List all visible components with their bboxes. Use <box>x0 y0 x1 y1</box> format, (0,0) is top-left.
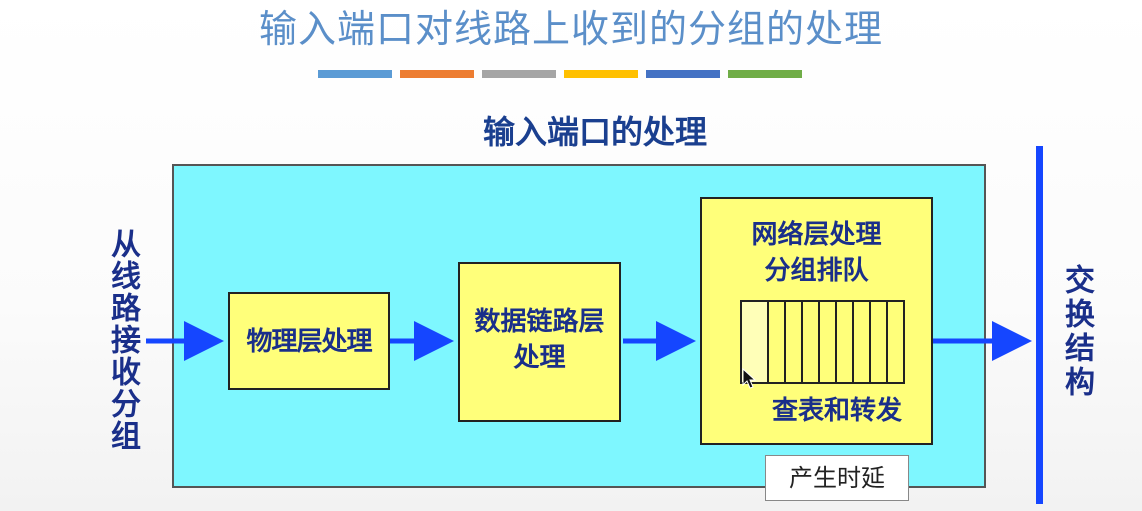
lookup-forward-label: 查表和转发 <box>771 396 902 426</box>
queue-slot <box>886 302 903 382</box>
accent-bars <box>318 70 802 78</box>
diagram-heading: 输入端口的处理 <box>482 113 707 151</box>
queue-slot <box>767 302 784 382</box>
mouse-pointer-icon <box>742 368 757 389</box>
queue-slot <box>835 302 852 382</box>
accent-bar-3 <box>482 70 556 78</box>
queue-slot <box>869 302 886 382</box>
accent-bar-1 <box>318 70 392 78</box>
datalink-layer-label-line2: 处理 <box>513 343 566 373</box>
accent-bar-6 <box>728 70 802 78</box>
accent-bar-4 <box>564 70 638 78</box>
network-layer-label: 网络层处理 <box>751 220 882 250</box>
datalink-layer-label-line1: 数据链路层 <box>474 307 605 337</box>
receive-from-line-label: 从线路接收分组 <box>105 228 140 452</box>
slide-title: 输入端口对线路上收到的分组的处理 <box>258 7 883 51</box>
queue-slot <box>784 302 801 382</box>
packet-queue <box>740 300 905 384</box>
accent-bar-2 <box>400 70 474 78</box>
network-layer-box: 网络层处理 分组排队 查表和转发 <box>700 197 933 445</box>
physical-layer-box: 物理层处理 <box>228 292 390 390</box>
queue-slot <box>852 302 869 382</box>
packet-queue-label: 分组排队 <box>764 256 869 286</box>
queue-slot <box>818 302 835 382</box>
switch-fabric-label: 交换结构 <box>1059 264 1094 400</box>
physical-layer-label: 物理层处理 <box>246 327 372 357</box>
datalink-layer-box: 数据链路层 处理 <box>458 262 621 422</box>
switch-fabric-bar <box>1036 146 1043 504</box>
delay-callout: 产生时延 <box>765 455 909 501</box>
queue-slot <box>801 302 818 382</box>
accent-bar-5 <box>646 70 720 78</box>
